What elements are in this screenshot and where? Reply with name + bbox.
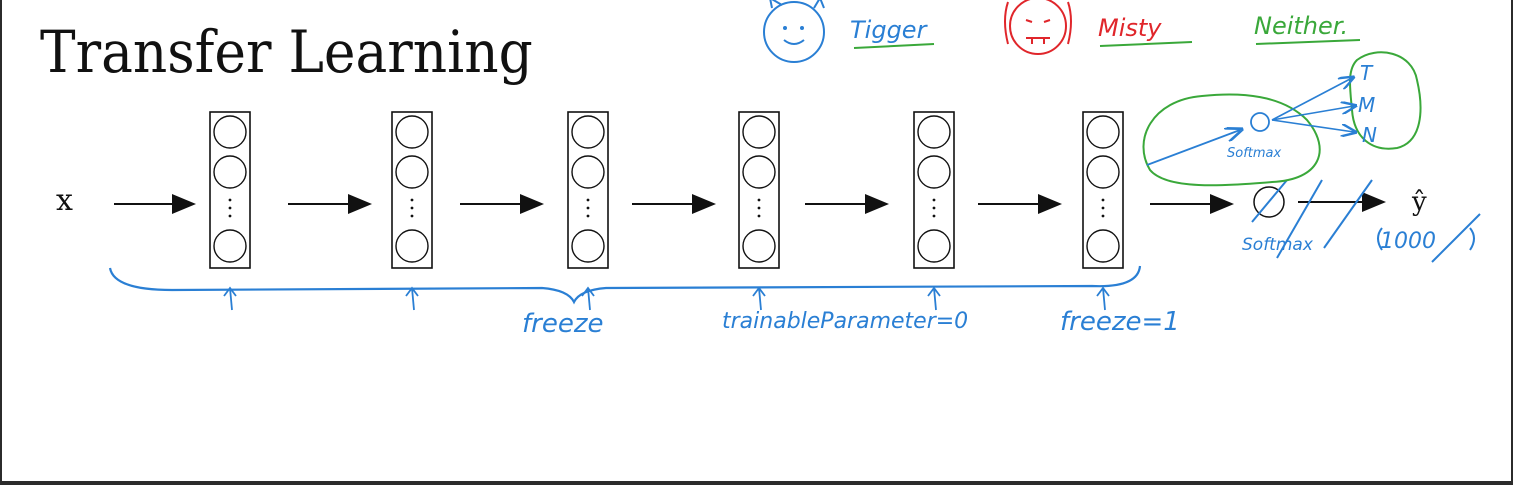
layer-tick <box>1096 286 1110 311</box>
misty-face-icon <box>1004 0 1072 55</box>
trainable-label: trainableParameter=0 <box>722 309 968 334</box>
layer-2 <box>391 111 433 269</box>
layer-tick <box>405 286 419 311</box>
neuron <box>395 229 429 263</box>
layer-3 <box>567 111 609 269</box>
ellipsis-dot <box>586 214 590 218</box>
ellipsis-dot <box>586 198 590 202</box>
ellipsis-dot <box>932 206 936 210</box>
class-T: T <box>1360 61 1374 85</box>
layer-5 <box>913 111 955 269</box>
neuron <box>571 115 605 149</box>
ellipsis-dot <box>757 198 761 202</box>
ellipsis-dot <box>932 198 936 202</box>
freeze-eq-label: freeze=1 <box>1060 307 1180 337</box>
misty-label: Misty <box>1098 14 1162 42</box>
neuron <box>742 155 776 189</box>
layer-box <box>1082 111 1124 269</box>
paren-right <box>1469 227 1475 251</box>
freeze-brace <box>108 265 1142 305</box>
neuron <box>571 155 605 189</box>
layer-box <box>913 111 955 269</box>
neuron <box>213 115 247 149</box>
strike-3 <box>1431 213 1481 263</box>
neuron <box>213 229 247 263</box>
arrow-to-T <box>1271 78 1352 121</box>
ellipsis-dot <box>228 198 232 202</box>
tick-group <box>223 286 1110 311</box>
output-softmax-node <box>1253 186 1285 218</box>
class-N: N <box>1362 123 1377 147</box>
neither-label: Neither. <box>1254 12 1348 40</box>
new-softmax-node <box>1250 112 1270 132</box>
arrow-to-M <box>1271 106 1354 121</box>
input-x-label: x <box>56 183 73 218</box>
ellipsis-dot <box>228 206 232 210</box>
ellipsis-dot <box>757 206 761 210</box>
tigger-underline <box>853 43 935 49</box>
misty-underline <box>1099 41 1193 47</box>
ellipsis-dot <box>410 214 414 218</box>
new-head-outline <box>1142 93 1321 187</box>
layer-tick <box>927 286 941 311</box>
neuron <box>1086 229 1120 263</box>
neuron <box>213 155 247 189</box>
ellipsis-dot <box>410 198 414 202</box>
neuron <box>1086 115 1120 149</box>
neuron <box>742 229 776 263</box>
ellipsis-dot <box>1101 198 1105 202</box>
layer-box <box>567 111 609 269</box>
layer-tick <box>223 286 237 311</box>
ellipsis-dot <box>228 214 232 218</box>
tigger-label: Tigger <box>850 16 929 44</box>
layer-box <box>209 111 251 269</box>
neuron <box>571 229 605 263</box>
neuron <box>917 155 951 189</box>
layer-6 <box>1082 111 1124 269</box>
layer-4 <box>738 111 780 269</box>
class-M: M <box>1358 93 1375 117</box>
strike-2 <box>1323 179 1373 249</box>
arrow-into-softmax <box>1146 130 1240 166</box>
ellipsis-dot <box>1101 206 1105 210</box>
neuron <box>395 155 429 189</box>
paren-left <box>1377 227 1383 251</box>
softmax-out-label: Softmax <box>1242 235 1314 255</box>
neuron <box>1086 155 1120 189</box>
softmax-small-label: Softmax <box>1227 146 1282 161</box>
out-count-label: 1000 <box>1380 229 1436 254</box>
arrow-to-N <box>1271 119 1354 132</box>
ellipsis-dot <box>586 206 590 210</box>
neuron <box>917 115 951 149</box>
layer-tick <box>752 286 766 311</box>
neuron <box>395 115 429 149</box>
ellipsis-dot <box>757 214 761 218</box>
neuron <box>742 115 776 149</box>
ellipsis-dot <box>410 206 414 210</box>
strike-node <box>1251 179 1288 223</box>
layer-box <box>738 111 780 269</box>
classes-outline <box>1349 51 1422 150</box>
layer-box <box>391 111 433 269</box>
neither-underline <box>1255 39 1361 45</box>
layer-tick <box>581 286 595 311</box>
layer-group <box>209 111 1124 269</box>
slide-title: Transfer Learning <box>40 18 533 86</box>
ellipsis-dot <box>932 214 936 218</box>
yhat-label: ŷ <box>1411 187 1427 217</box>
neuron <box>917 229 951 263</box>
ellipsis-dot <box>1101 214 1105 218</box>
layer-1 <box>209 111 251 269</box>
freeze-label: freeze <box>522 309 603 339</box>
strike-1 <box>1276 179 1323 259</box>
tigger-face-icon <box>763 0 825 63</box>
